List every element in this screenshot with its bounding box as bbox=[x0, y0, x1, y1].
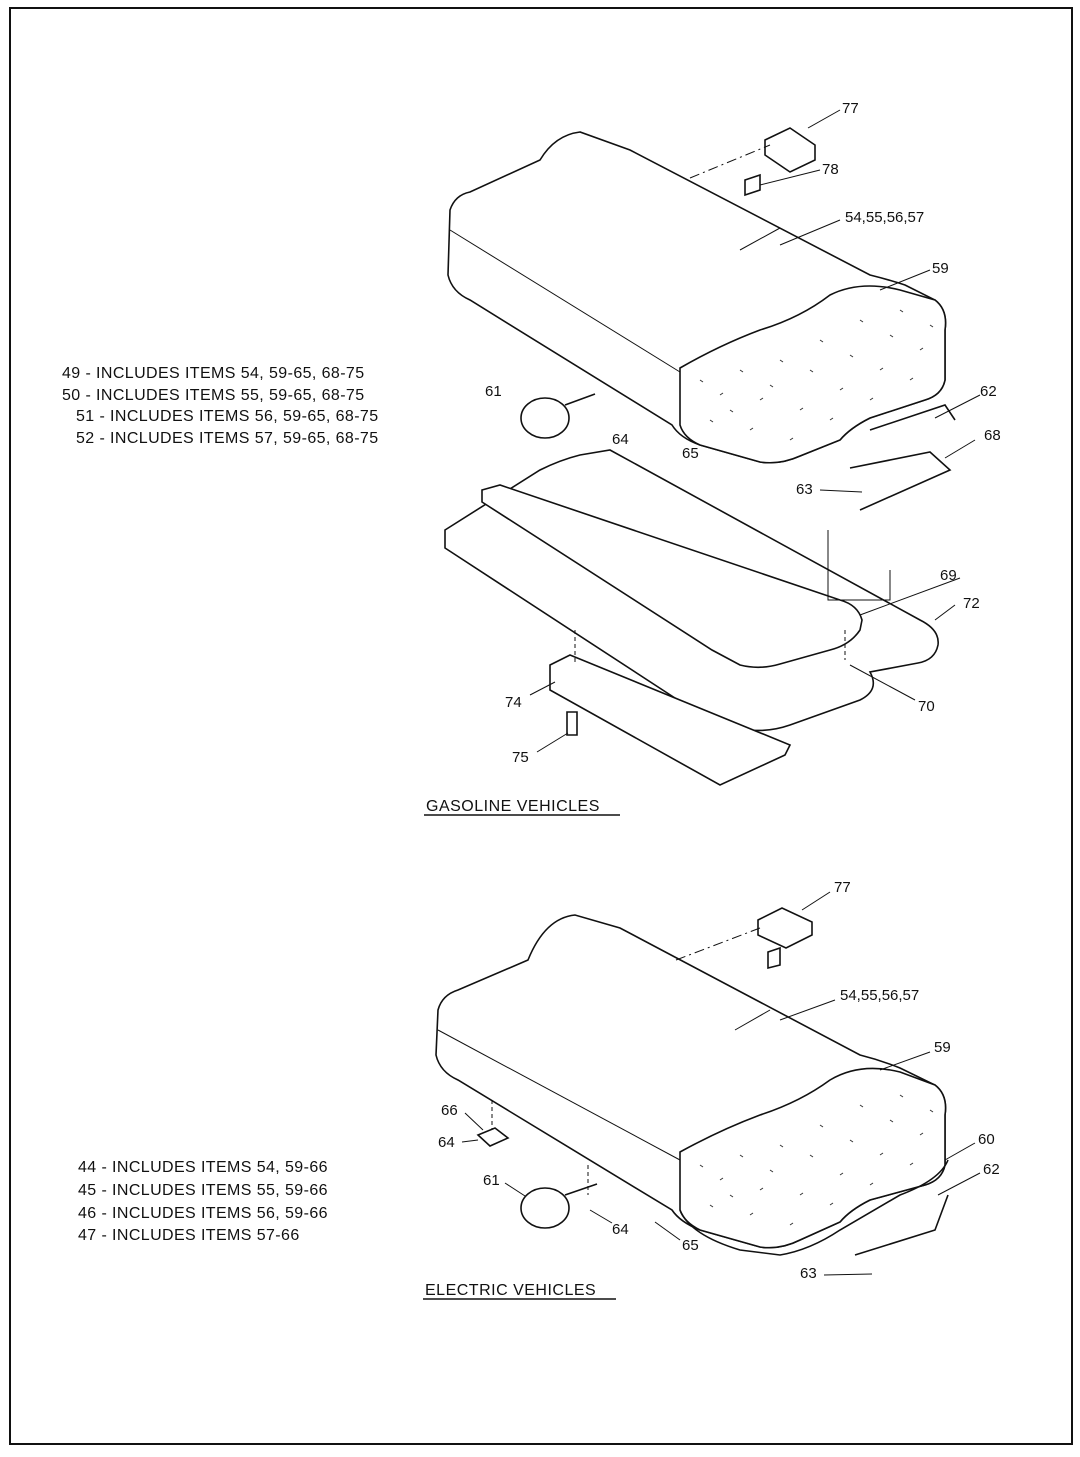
gas-include-line: 49 - INCLUDES ITEMS 54, 59-65, 68-75 bbox=[62, 365, 365, 382]
gas-callout-74: 74 bbox=[505, 694, 522, 711]
gas-callout-72: 72 bbox=[963, 595, 980, 612]
elec-leader-lines bbox=[461, 891, 981, 1276]
elec-clamp bbox=[520, 1187, 570, 1229]
elec-seat-foam bbox=[679, 1067, 947, 1249]
gas-bracket bbox=[764, 127, 816, 173]
gas-cushion-edge bbox=[449, 229, 681, 373]
elec-include-line: 45 - INCLUDES ITEMS 55, 59-66 bbox=[78, 1182, 328, 1199]
elec-clamp-tab bbox=[564, 1183, 598, 1196]
gas-bolt bbox=[744, 173, 761, 197]
page-border bbox=[9, 7, 1073, 1445]
elec-callout-64a: 64 bbox=[438, 1134, 455, 1151]
elec-callout-60: 60 bbox=[978, 1131, 995, 1148]
gas-callout-69: 69 bbox=[940, 567, 957, 584]
gas-callout-70: 70 bbox=[918, 698, 935, 715]
elec-callout-65: 65 bbox=[682, 1237, 699, 1254]
gas-callout-61: 61 bbox=[485, 383, 502, 400]
elec-callout-54: 54,55,56,57 bbox=[840, 987, 919, 1004]
gas-latch-rod bbox=[849, 451, 952, 511]
elec-caption: ELECTRIC VEHICLES bbox=[425, 1282, 596, 1299]
elec-include-line: 46 - INCLUDES ITEMS 56, 59-66 bbox=[78, 1205, 328, 1222]
gas-latch-rod-upper bbox=[869, 404, 956, 431]
elec-cushion-seam bbox=[734, 1009, 771, 1031]
elec-callout-64b: 64 bbox=[612, 1221, 629, 1238]
elec-foam-texture bbox=[699, 1094, 934, 1226]
gas-callout-75: 75 bbox=[512, 749, 529, 766]
gas-callout-68: 68 bbox=[984, 427, 1001, 444]
elec-callout-61: 61 bbox=[483, 1172, 500, 1189]
elec-cushion-edge bbox=[437, 1029, 681, 1161]
elec-include-line: 44 - INCLUDES ITEMS 54, 59-66 bbox=[78, 1159, 328, 1176]
gas-seat-foam bbox=[679, 285, 947, 464]
gas-caption: GASOLINE VEHICLES bbox=[426, 798, 600, 815]
elec-callout-66: 66 bbox=[441, 1102, 458, 1119]
gas-leader-lines bbox=[529, 109, 981, 753]
elec-bolt bbox=[767, 946, 781, 970]
gas-seat-rail bbox=[481, 484, 863, 669]
gas-include-line: 50 - INCLUDES ITEMS 55, 59-65, 68-75 bbox=[62, 387, 365, 404]
elec-latch-rod bbox=[854, 1194, 949, 1256]
elec-include-line: 47 - INCLUDES ITEMS 57-66 bbox=[78, 1227, 300, 1244]
gas-include-line: 51 - INCLUDES ITEMS 56, 59-65, 68-75 bbox=[76, 408, 379, 425]
elec-bracket bbox=[757, 907, 813, 949]
gas-foam-texture bbox=[699, 309, 934, 441]
gas-cushion-seam bbox=[739, 227, 781, 251]
gas-hinge-plate bbox=[549, 654, 792, 786]
electric-seat-assembly bbox=[435, 907, 949, 1256]
gas-callout-65: 65 bbox=[682, 445, 699, 462]
gasoline-seat-assembly bbox=[444, 127, 956, 786]
gas-include-line: 52 - INCLUDES ITEMS 57, 59-65, 68-75 bbox=[76, 430, 379, 447]
gas-clamp-tab bbox=[564, 393, 596, 406]
elec-clip bbox=[476, 1127, 510, 1147]
elec-bottom-pad bbox=[679, 1159, 949, 1256]
elec-callout-77: 77 bbox=[834, 879, 851, 896]
gas-callout-63: 63 bbox=[796, 481, 813, 498]
gas-pin bbox=[566, 711, 578, 736]
gas-callout-59: 59 bbox=[932, 260, 949, 277]
gas-clamp bbox=[520, 397, 570, 439]
gas-callout-64: 64 bbox=[612, 431, 629, 448]
elec-callout-63: 63 bbox=[800, 1265, 817, 1282]
gas-callout-54: 54,55,56,57 bbox=[845, 209, 924, 226]
gas-callout-78: 78 bbox=[822, 161, 839, 178]
elec-callout-62: 62 bbox=[983, 1161, 1000, 1178]
elec-callout-59: 59 bbox=[934, 1039, 951, 1056]
gas-callout-62: 62 bbox=[980, 383, 997, 400]
gas-callout-77: 77 bbox=[842, 100, 859, 117]
